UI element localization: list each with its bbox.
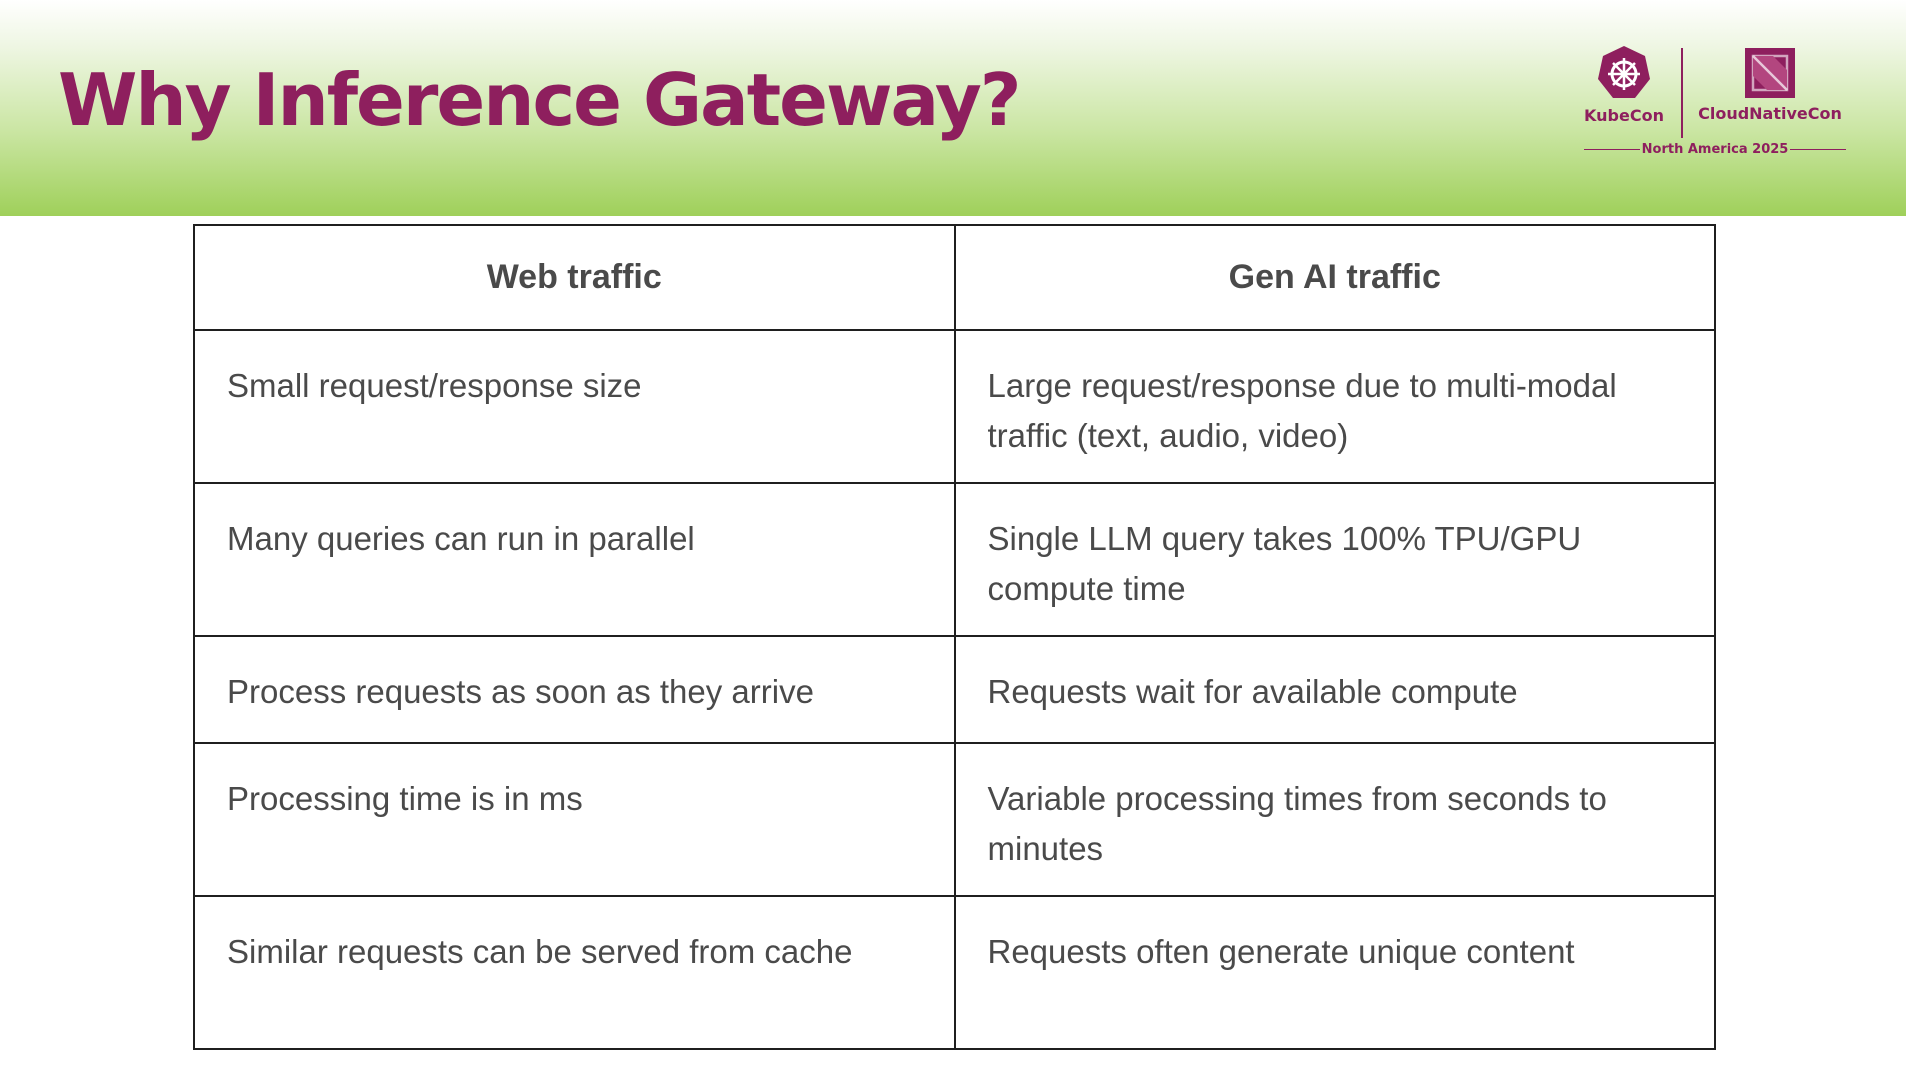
comparison-table: Web traffic Gen AI traffic Small request… (193, 224, 1716, 1050)
kubecon-logo: KubeCon CloudNativeCon North America 202… (1580, 44, 1850, 164)
event-subtitle: North America 2025 (1580, 140, 1850, 158)
gen-ai-traffic-cell: Requests wait for available compute (953, 635, 1716, 744)
gen-ai-traffic-cell: Variable processing times from seconds t… (953, 742, 1716, 897)
header-banner: Why Inference Gateway? KubeCon CloudN (0, 0, 1906, 216)
header-web-traffic: Web traffic (193, 224, 956, 331)
web-traffic-cell: Small request/response size (193, 329, 956, 484)
slide-title: Why Inference Gateway? (58, 58, 1022, 142)
cncf-square-icon (1745, 48, 1795, 98)
web-traffic-cell: Similar requests can be served from cach… (193, 895, 956, 1050)
web-traffic-cell: Processing time is in ms (193, 742, 956, 897)
kubernetes-helm-wheel-icon (1598, 46, 1650, 98)
cloudnativecon-mark: CloudNativeCon (1690, 44, 1850, 123)
gen-ai-traffic-cell: Requests often generate unique content (953, 895, 1716, 1050)
kubecon-mark: KubeCon (1580, 44, 1668, 125)
kubecon-label: KubeCon (1584, 106, 1664, 125)
gen-ai-traffic-cell: Large request/response due to multi-moda… (953, 329, 1716, 484)
web-traffic-cell: Many queries can run in parallel (193, 482, 956, 637)
cloudnativecon-label: CloudNativeCon (1698, 104, 1842, 123)
table-row: Process requests as soon as they arrive … (193, 635, 1716, 744)
table-row: Small request/response size Large reques… (193, 329, 1716, 484)
table-row: Many queries can run in parallel Single … (193, 482, 1716, 637)
web-traffic-cell: Process requests as soon as they arrive (193, 635, 956, 744)
table-row: Processing time is in ms Variable proces… (193, 742, 1716, 897)
logo-divider (1681, 48, 1683, 138)
event-subtitle-text: North America 2025 (1641, 142, 1789, 157)
table-header-row: Web traffic Gen AI traffic (193, 224, 1716, 331)
table-row: Similar requests can be served from cach… (193, 895, 1716, 1050)
header-gen-ai-traffic: Gen AI traffic (953, 224, 1716, 331)
gen-ai-traffic-cell: Single LLM query takes 100% TPU/GPU comp… (953, 482, 1716, 637)
